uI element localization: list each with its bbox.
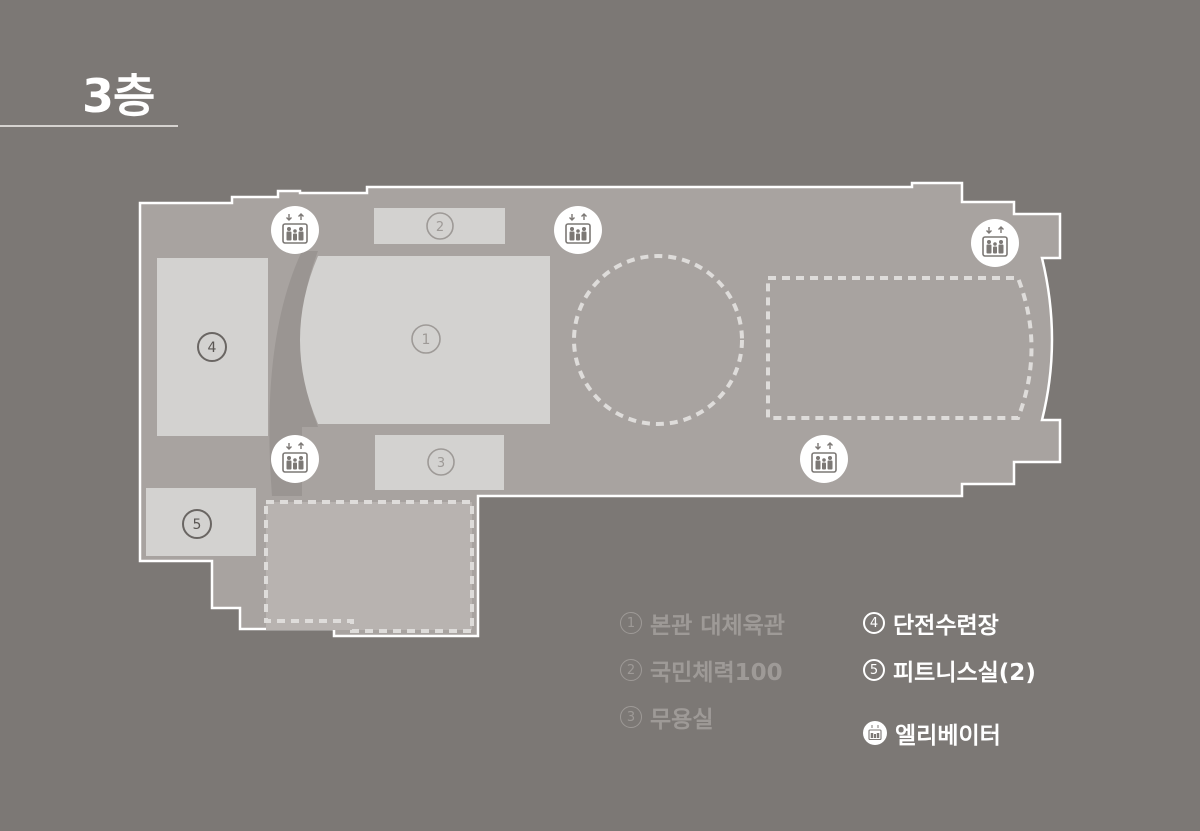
legend-label: 단전수련장 [893,613,999,639]
legend-item-3: 3 무용실 [620,700,713,734]
legend-label: 본관 대체육관 [650,613,785,639]
room-2-number: 2 [436,220,444,235]
legend-item-2: 2 국민체력100 [620,653,783,687]
elevator-icon [970,218,1020,268]
elevator-icon [270,434,320,484]
elevator-icon [799,434,849,484]
legend-label: 피트니스실(2) [893,660,1036,686]
legend-number: 4 [863,612,885,634]
legend-item-4: 4 단전수련장 [863,606,999,640]
floor-title: 3층 [82,69,155,123]
elevator-icon [553,205,603,255]
elevator-icon [270,205,320,255]
legend-item-elevator: 엘리베이터 [863,716,1001,750]
room-1-marker: 1 [411,324,441,354]
legend-label: 무용실 [650,707,714,733]
room-4-number: 4 [208,340,217,356]
room-5-number: 5 [193,517,202,533]
legend-label: 국민체력100 [650,660,783,686]
room-2-marker: 2 [426,212,454,240]
legend-label: 엘리베이터 [895,723,1001,749]
room-1-number: 1 [422,332,431,348]
room-2 [374,208,505,244]
room-1-gym [300,256,550,424]
elevator-icon [863,721,887,745]
dashed-circle-area [572,254,744,426]
room-5-marker: 5 [182,509,212,539]
legend-item-5: 5 피트니스실(2) [863,653,1036,687]
title-underline [0,125,178,127]
legend-number: 5 [863,659,885,681]
dashed-lower-area [264,500,474,633]
legend-item-1: 1 본관 대체육관 [620,606,785,640]
room-5 [146,488,256,556]
legend-number: 1 [620,612,642,634]
dashed-lower-area-fill [266,502,472,630]
legend-number: 3 [620,706,642,728]
dashed-rect-area [766,276,1034,420]
room-3 [375,435,504,490]
room-3-marker: 3 [427,448,455,476]
room-4 [157,258,268,436]
corridor [269,251,318,496]
room-3-number: 3 [437,456,445,471]
legend-number: 2 [620,659,642,681]
room-4-marker: 4 [197,332,227,362]
